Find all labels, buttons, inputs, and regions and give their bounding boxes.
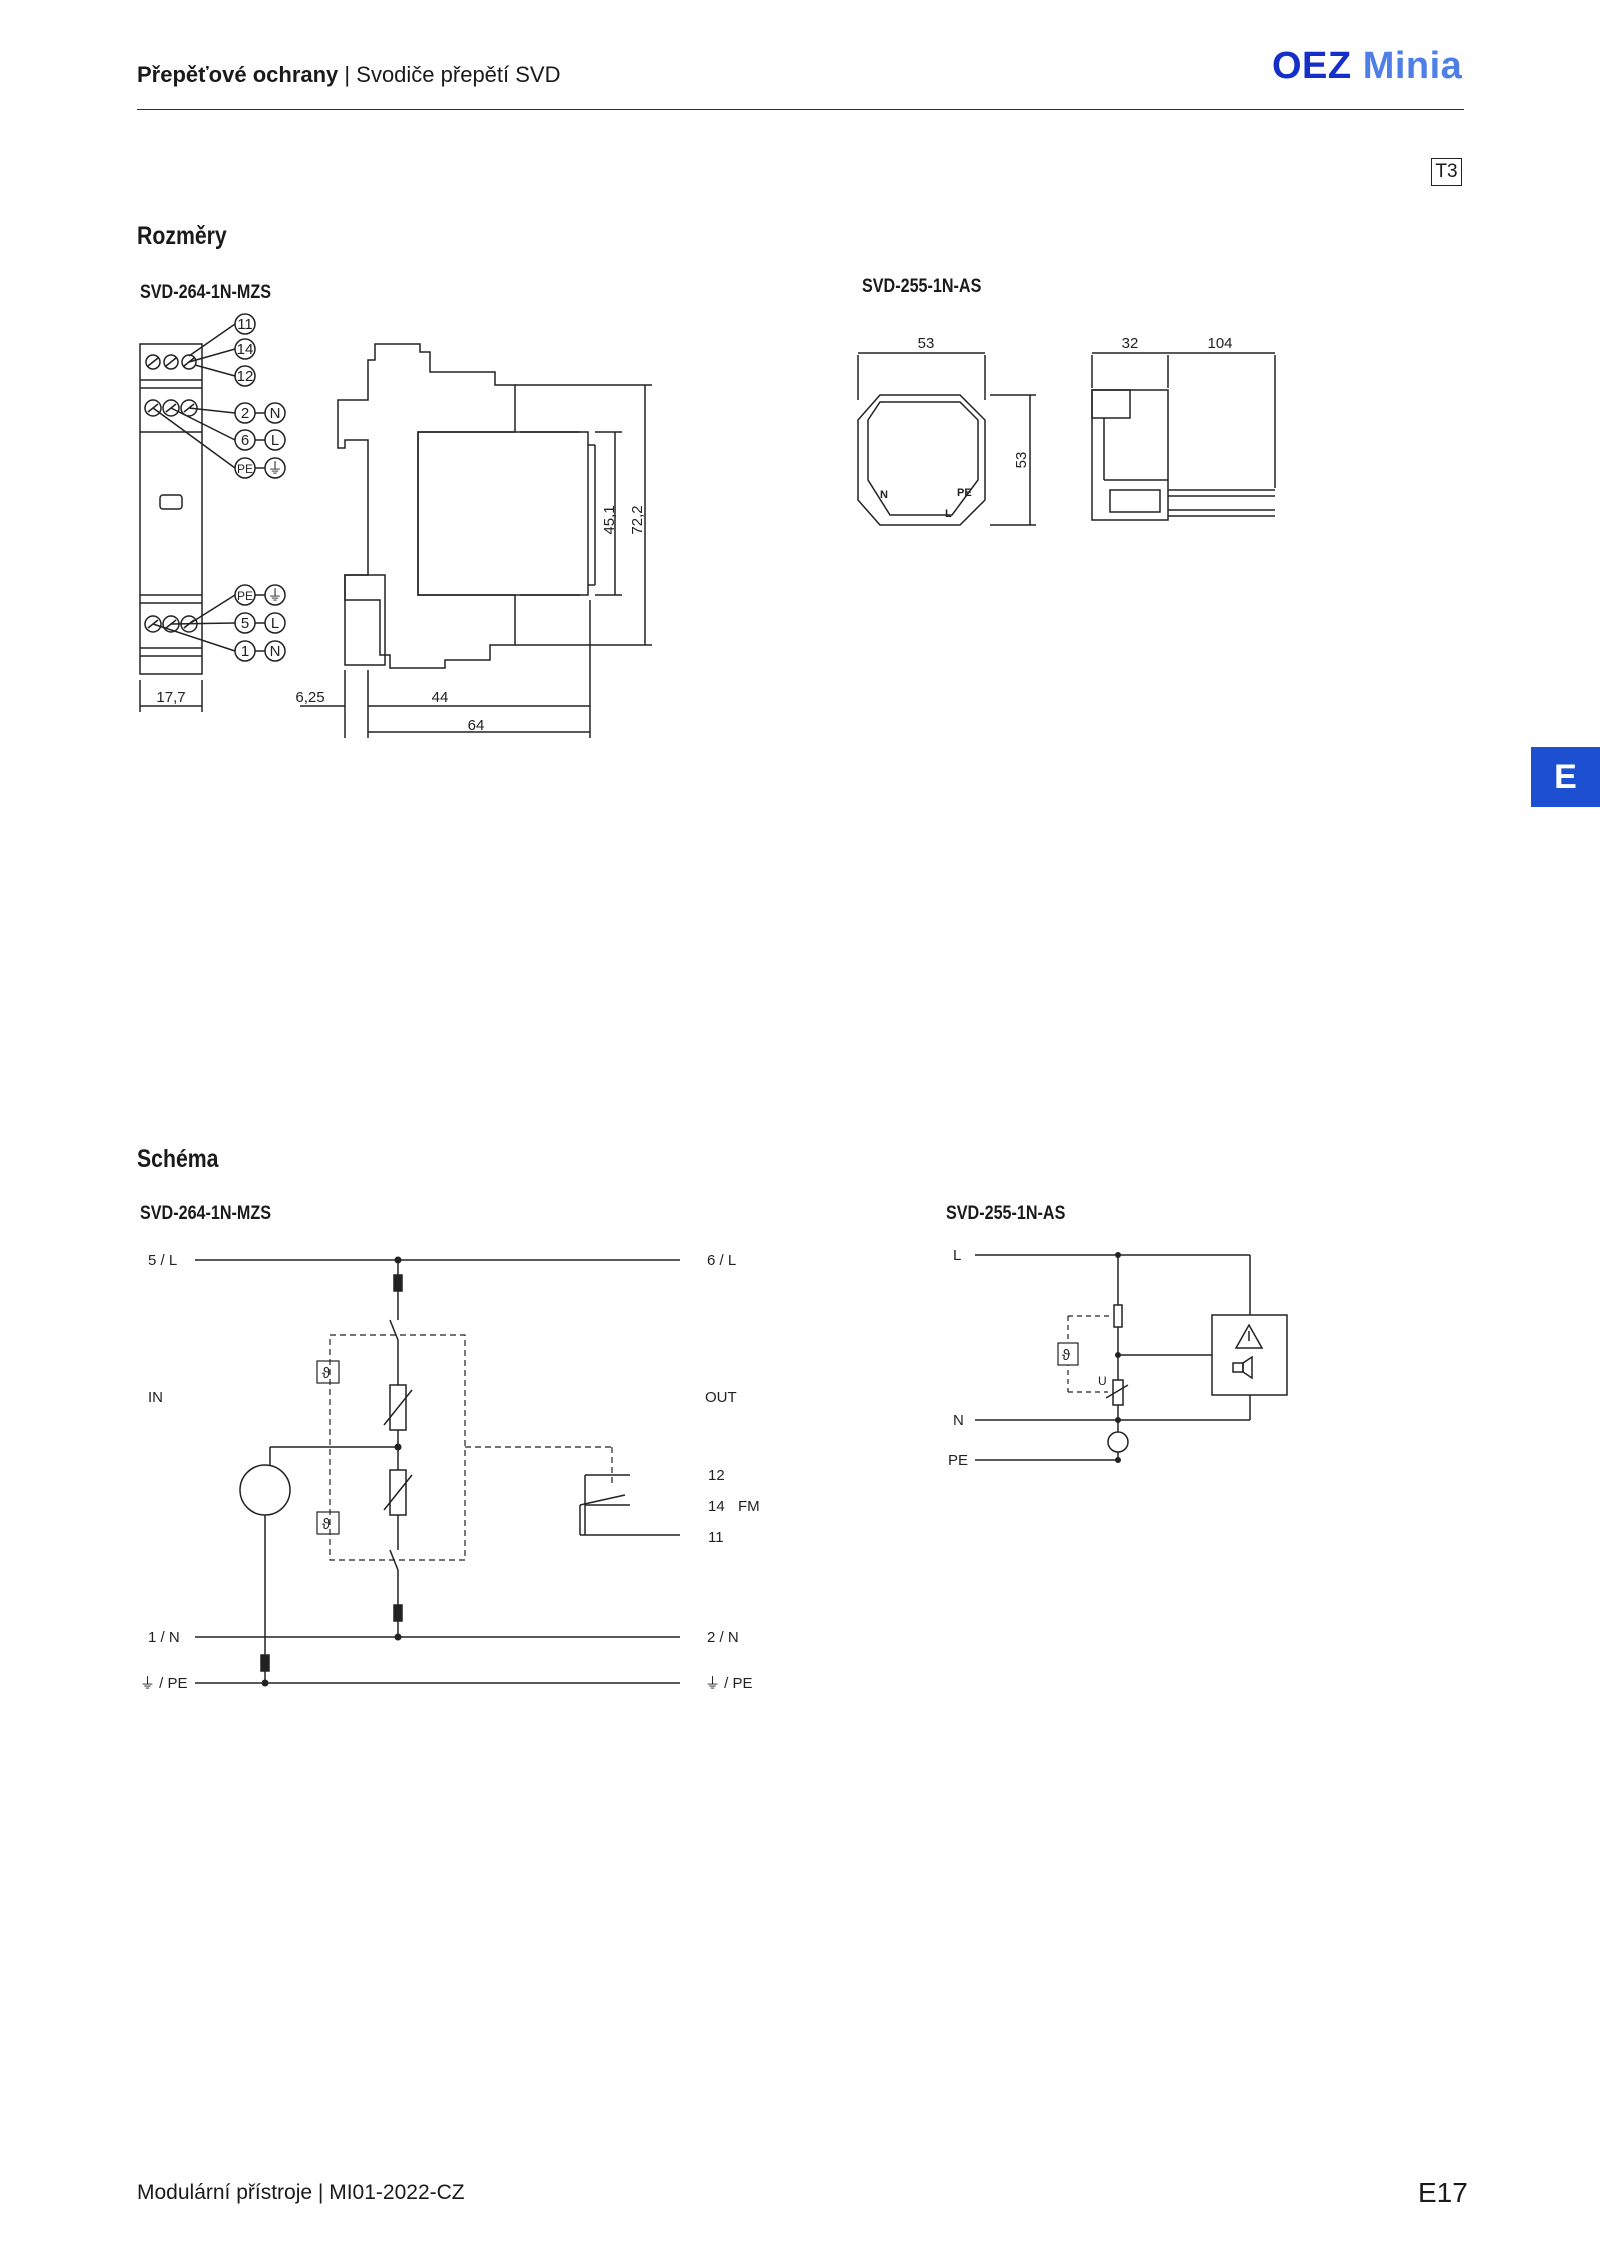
logo-product: Minia xyxy=(1362,45,1463,87)
schema-right-theta-box xyxy=(1057,1342,1079,1366)
header-rule xyxy=(137,109,1464,110)
header-title: Přepěťové ochrany | Svodiče přepětí SVD xyxy=(137,62,561,88)
label-14: 14 xyxy=(708,1498,725,1515)
theta-symbol: ϑ xyxy=(322,1365,331,1382)
front-view-drawing xyxy=(139,313,286,712)
dim-64: 64 xyxy=(468,717,485,734)
label-pe: PE xyxy=(948,1452,968,1469)
chapter-tab: E xyxy=(1531,747,1600,807)
schema-left-title: SVD-264-1N-MZS xyxy=(140,1203,272,1224)
schema-left-nodes xyxy=(261,1256,402,1687)
logo-brand: OEZ xyxy=(1272,45,1352,87)
dimension-texts: 11 14 12 2 N 6 L PE ⏚ PE ⏚ 5 L 1 N 17,7 … xyxy=(156,316,1232,734)
term-label: L xyxy=(271,615,279,632)
as-mark-l: L xyxy=(945,508,952,520)
footer-code: MI01-2022-CZ xyxy=(329,2181,465,2204)
header-separator: | xyxy=(344,62,351,87)
term-label: ⏚ xyxy=(267,460,282,477)
page-number: E17 xyxy=(1418,2177,1468,2208)
dim-as-height: 53 xyxy=(1013,452,1030,469)
term-label: PE xyxy=(237,462,253,476)
side-view-drawing xyxy=(300,343,652,738)
dim-left-title: SVD-264-1N-MZS xyxy=(140,282,272,303)
dim-as-width: 53 xyxy=(918,335,935,352)
dim-width: 17,7 xyxy=(156,689,185,706)
dim-72-2: 72,2 xyxy=(629,505,646,534)
dim-45-1: 45,1 xyxy=(601,505,618,534)
term-label: 14 xyxy=(237,341,254,358)
header-title-bold: Přepěťové ochrany xyxy=(137,62,339,87)
term-label: 5 xyxy=(241,615,249,632)
footer-text: Modulární přístroje xyxy=(137,2181,313,2204)
brand-logo: OEZ Minia xyxy=(1272,45,1462,88)
schema-left-labels: 5 / L 6 / L IN OUT 1 / N 2 / N ⏚ / PE ⏚ … xyxy=(140,1252,760,1692)
header-title-rest: Svodiče přepětí SVD xyxy=(356,62,561,87)
label-pe-out: ⏚ / PE xyxy=(705,1675,753,1692)
label-out: OUT xyxy=(705,1389,737,1406)
schema-right-title: SVD-255-1N-AS xyxy=(946,1203,1066,1224)
footer: Modulární přístroje | MI01-2022-CZ xyxy=(137,2181,465,2205)
label-in: IN xyxy=(148,1389,163,1406)
schema-left-theta-boxes xyxy=(316,1360,340,1535)
section-title-schema: Schéma xyxy=(137,1145,219,1173)
schema-left-wiring xyxy=(195,1259,680,1684)
term-label: L xyxy=(271,432,279,449)
term-label: 11 xyxy=(237,316,253,333)
term-label: ⏚ xyxy=(267,587,282,604)
label-u: U xyxy=(1098,1374,1107,1388)
as-device-drawing xyxy=(857,352,1276,526)
dim-as-104: 104 xyxy=(1207,335,1232,352)
label-l: L xyxy=(953,1247,961,1264)
schema-right-labels: L N PE U ϑ xyxy=(948,1247,1107,1469)
term-label: 6 xyxy=(241,432,249,449)
dim-as-32: 32 xyxy=(1122,335,1139,352)
section-title-dimensions: Rozměry xyxy=(137,222,227,250)
label-5-l: 5 / L xyxy=(148,1252,177,1269)
label-12: 12 xyxy=(708,1467,725,1484)
label-n: N xyxy=(953,1412,964,1429)
term-label: PE xyxy=(237,589,253,603)
dim-right-title: SVD-255-1N-AS xyxy=(862,276,982,297)
footer-separator: | xyxy=(317,2181,324,2204)
label-1-n: 1 / N xyxy=(148,1629,180,1646)
type-badge: T3 xyxy=(1431,158,1462,186)
label-11: 11 xyxy=(708,1529,724,1546)
label-2-n: 2 / N xyxy=(707,1629,739,1646)
dim-44: 44 xyxy=(432,689,449,706)
label-fm: FM xyxy=(738,1498,760,1515)
label-pe-in: ⏚ / PE xyxy=(140,1675,188,1692)
schema-right-nodes xyxy=(1115,1252,1121,1463)
term-label: N xyxy=(270,643,281,660)
theta-symbol: ϑ xyxy=(322,1516,331,1533)
term-label: 1 xyxy=(241,643,249,660)
dim-offset: 6,25 xyxy=(295,689,324,706)
as-mark-pe: PE xyxy=(957,487,972,499)
term-label: 12 xyxy=(237,368,254,385)
as-mark-n: N xyxy=(880,489,888,501)
theta-symbol: ϑ xyxy=(1062,1347,1071,1364)
schema-left-thermal xyxy=(329,1334,613,1561)
term-label: 2 xyxy=(241,405,249,422)
schema-right-wiring xyxy=(975,1254,1288,1461)
term-label: N xyxy=(270,405,281,422)
label-6-l: 6 / L xyxy=(707,1252,736,1269)
